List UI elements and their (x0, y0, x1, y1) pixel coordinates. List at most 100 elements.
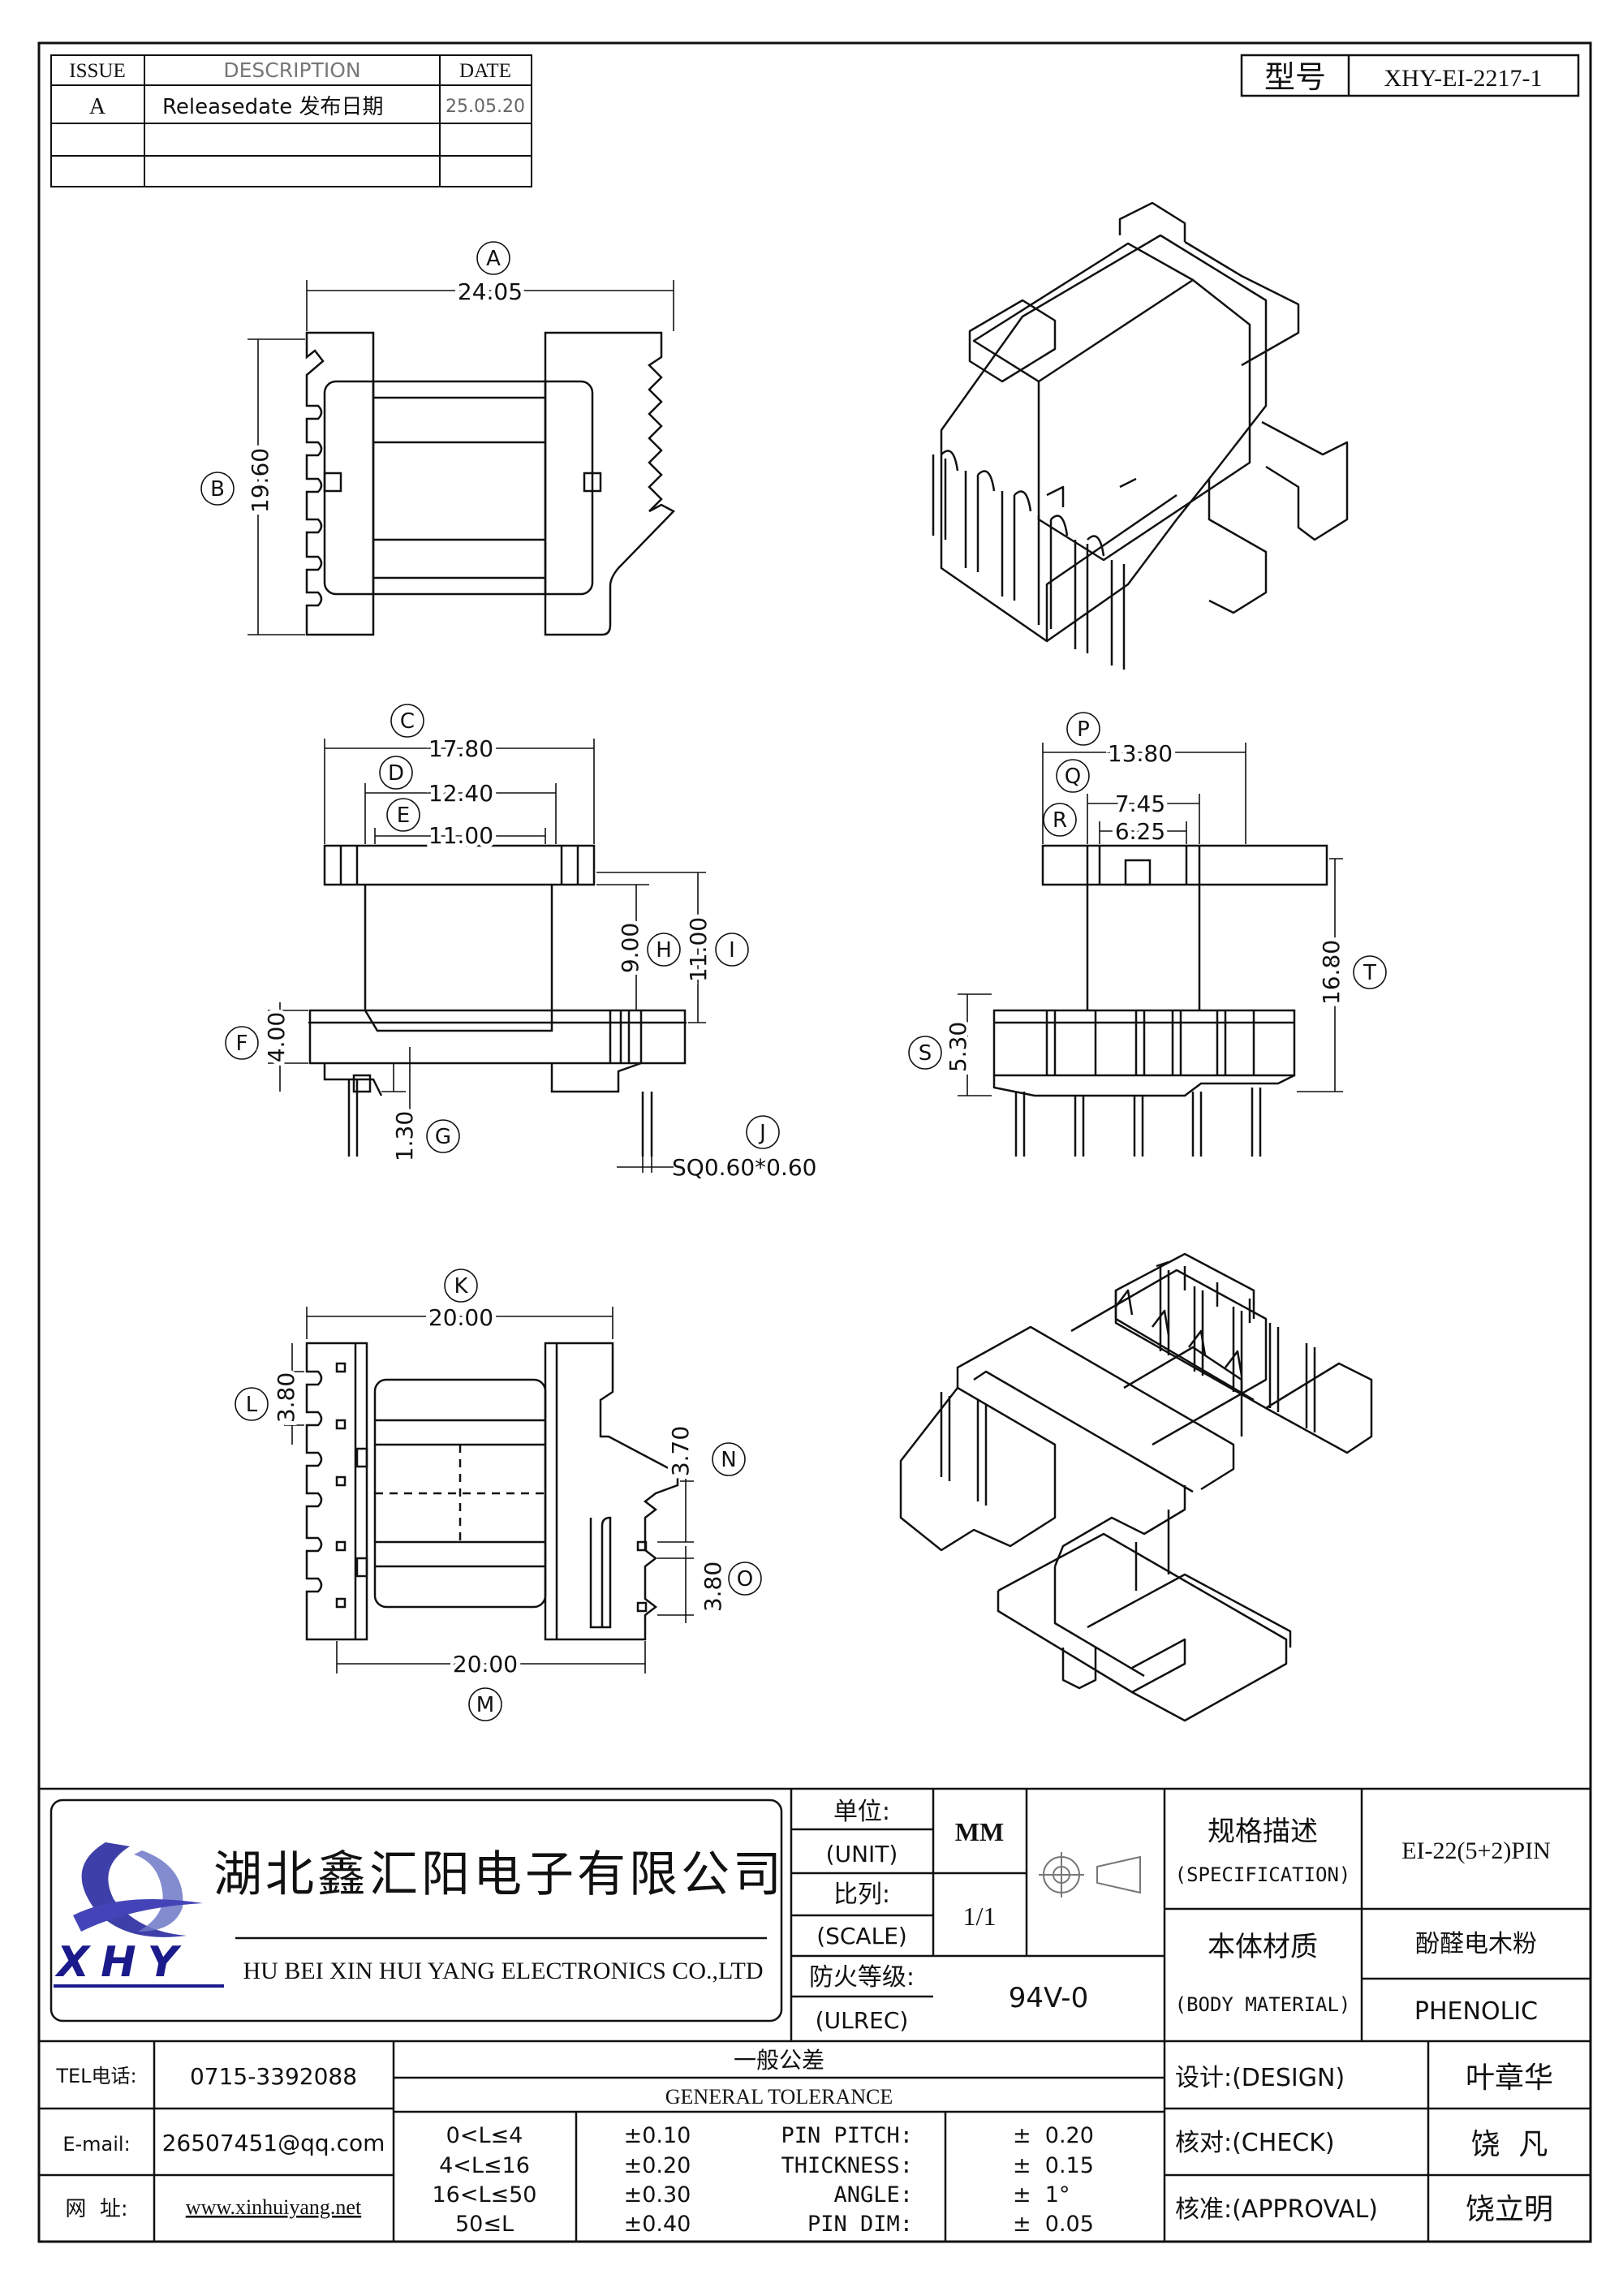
dim-N-value: 3.70 (667, 1426, 694, 1476)
design-label: 设计:(DESIGN) (1175, 2064, 1345, 2092)
revision-description-cell: Releasedate 发布日期 (162, 95, 383, 119)
dim-N (657, 1442, 746, 1543)
dim-T-letter: T (1363, 961, 1376, 985)
logo-lettering: XHY (54, 1938, 189, 1987)
web-value[interactable]: www.xinhuiyang.net (186, 2195, 362, 2219)
dim-O-value: 3.80 (700, 1562, 726, 1612)
dim-E-letter: E (397, 803, 410, 828)
fire-rating-label-en: (ULREC) (816, 2007, 909, 2034)
tel-label: TEL电话: (55, 2065, 136, 2087)
material-value-en: PHENOLIC (1414, 1997, 1538, 2026)
dim-I-value: 11.00 (685, 917, 712, 982)
tolerance-item-value: ± 1° (1013, 2182, 1070, 2208)
tolerance-title-en: GENERAL TOLERANCE (665, 2085, 893, 2109)
dim-S-value: 5.30 (945, 1022, 971, 1072)
tolerance-range: 50≤L (455, 2212, 514, 2237)
dim-O-letter: O (737, 1567, 753, 1592)
fire-rating-value: 94V-0 (1009, 1982, 1088, 2014)
dim-Q-letter: Q (1065, 765, 1081, 789)
tolerance-item-value: ± 0.15 (1013, 2153, 1094, 2178)
tolerance-title-cn: 一般公差 (734, 2047, 824, 2074)
dim-F (225, 1002, 308, 1092)
dim-R-value: 6.25 (1115, 818, 1165, 845)
tolerance-value: ±0.20 (624, 2153, 691, 2178)
dim-M-letter: M (476, 1693, 494, 1717)
dim-F-value: 4.00 (263, 1012, 290, 1062)
scale-label-en: (SCALE) (816, 1923, 907, 1949)
spec-label-en: (SPECIFICATION) (1175, 1863, 1351, 1886)
tolerance-range: 4<L≤16 (439, 2153, 530, 2178)
dim-K-value: 20.00 (428, 1304, 493, 1331)
dim-C-letter: C (400, 709, 415, 734)
dim-D-letter: D (388, 761, 404, 786)
dim-D (364, 756, 557, 844)
tolerance-value: ±0.30 (624, 2182, 691, 2208)
approval-label: 核准:(APPROVAL) (1175, 2195, 1378, 2224)
dim-K (306, 1269, 613, 1339)
dim-H-value: 9.00 (617, 923, 644, 973)
bottom-view (305, 1342, 679, 1641)
tolerance-item: PIN DIM: (807, 2212, 913, 2237)
scale-value: 1/1 (963, 1902, 997, 1931)
dim-G-letter: G (435, 1125, 451, 1149)
designer-name: 叶章华 (1466, 2061, 1553, 2095)
dim-L (235, 1343, 304, 1445)
dim-B (200, 338, 305, 635)
dim-C-value: 17.80 (428, 735, 493, 762)
iso-view-bottom (899, 1252, 1373, 1722)
tolerance-table: 0<L≤4 ±0.10 PIN PITCH: ± 0.20 4<L≤16 ±0.… (432, 2123, 1093, 2237)
dim-J-value: SQ0.60*0.60 (672, 1154, 817, 1181)
projection-symbol (1039, 1852, 1141, 1898)
dim-Q (1056, 759, 1200, 844)
unit-label-en: (UNIT) (826, 1841, 898, 1867)
dim-D-value: 12.40 (428, 780, 493, 807)
dim-J-letter: J (758, 1121, 766, 1145)
dim-Q-value: 7.45 (1115, 790, 1165, 817)
dim-T-value: 16.80 (1318, 940, 1345, 1005)
side-view (992, 844, 1328, 1157)
email-value: 26507451@qq.com (162, 2130, 385, 2156)
company-logo: XHY (54, 1842, 224, 1988)
dim-S-letter: S (919, 1041, 932, 1066)
email-label: E-mail: (62, 2133, 130, 2156)
dim-R (1043, 803, 1187, 844)
dim-L-value: 3.80 (273, 1372, 299, 1423)
tolerance-item-value: ± 0.05 (1013, 2212, 1094, 2237)
fire-rating-label-cn: 防火等级: (809, 1963, 915, 1992)
web-label: 网 址: (65, 2197, 127, 2221)
dim-T (1297, 858, 1387, 1092)
top-view (305, 331, 676, 636)
company-name-en: HU BEI XIN HUI YANG ELECTRONICS CO.,LTD (243, 1958, 763, 1984)
dim-O (657, 1546, 762, 1623)
dim-M-value: 20.00 (453, 1651, 518, 1678)
scale-label-cn: 比列: (833, 1880, 890, 1909)
material-label-en: (BODY MATERIAL) (1175, 1993, 1351, 2016)
dim-E (374, 798, 546, 844)
tolerance-item-value: ± 0.20 (1013, 2123, 1094, 2148)
revision-table (50, 54, 532, 187)
dim-E-value: 11.00 (428, 822, 493, 849)
revision-date-cell: 25.05.20 (446, 97, 525, 117)
spec-label-cn: 规格描述 (1208, 1816, 1318, 1848)
dim-K-letter: K (454, 1274, 468, 1299)
dim-P (1042, 712, 1246, 844)
dim-L-letter: L (246, 1393, 258, 1417)
check-label: 核对:(CHECK) (1175, 2129, 1335, 2157)
dim-B-letter: B (210, 477, 225, 502)
tolerance-value: ±0.10 (624, 2123, 691, 2148)
spec-value: EI-22(5+2)PIN (1401, 1837, 1551, 1864)
dim-G (381, 1047, 460, 1161)
approver-name: 饶立明 (1466, 2193, 1553, 2226)
tel-value: 0715-3392088 (190, 2063, 357, 2090)
tolerance-value: ±0.40 (624, 2212, 691, 2237)
model-number: XHY-EI-2217-1 (1384, 65, 1543, 92)
tolerance-item: ANGLE: (833, 2182, 913, 2208)
dim-R-letter: R (1053, 808, 1067, 833)
tolerance-item: THICKNESS: (781, 2153, 913, 2178)
front-view (308, 844, 687, 1157)
dim-S (908, 993, 992, 1096)
model-box (1240, 54, 1580, 97)
material-value-cn: 酚醛电木粉 (1415, 1930, 1537, 1958)
revision-date-header: DATE (459, 60, 511, 82)
